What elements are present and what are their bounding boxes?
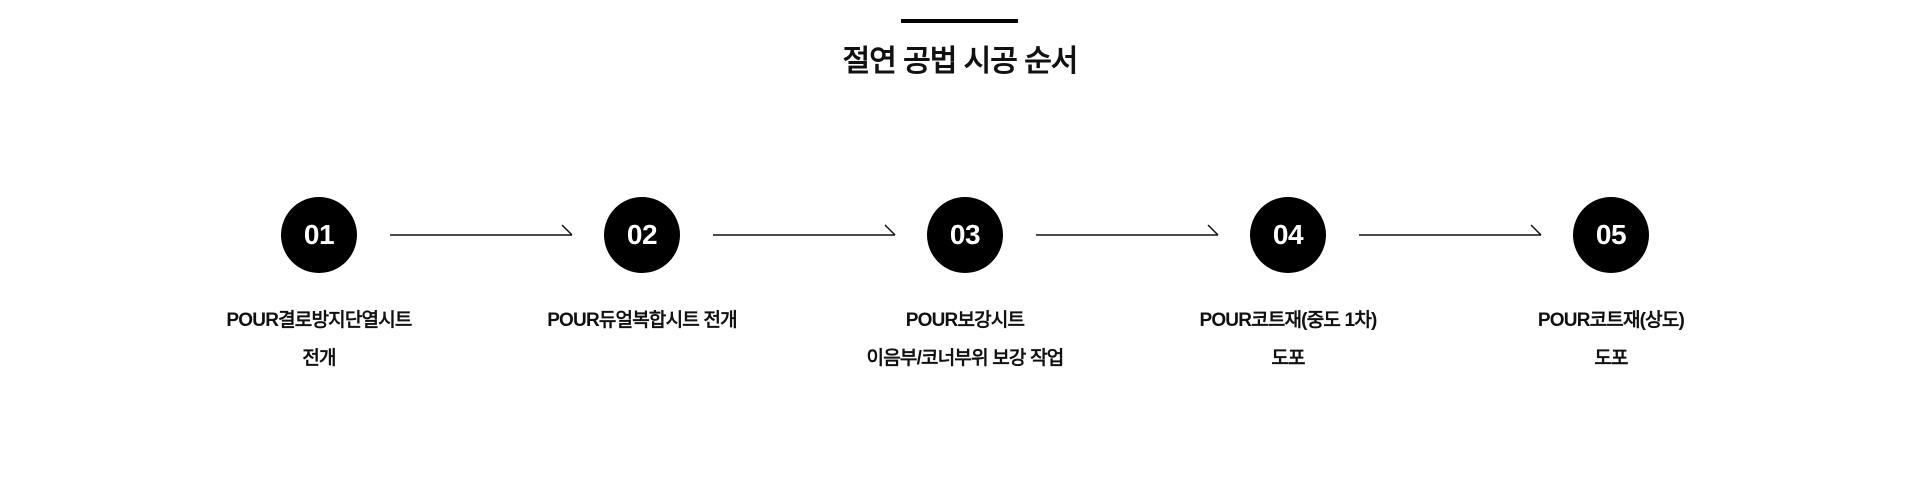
arrow-right-icon — [713, 224, 896, 236]
arrow-right-icon — [1359, 224, 1542, 236]
step-label-4: POUR코트재(중도 1차) 도포 — [1148, 302, 1428, 378]
step-number-badge-2: 02 — [604, 197, 680, 273]
step-number-badge-5: 05 — [1573, 197, 1649, 273]
step-label-1-line1: POUR결로방지단열시트 — [226, 310, 412, 331]
step-label-4-line2: 도포 — [1271, 348, 1305, 369]
step-label-5-line2: 도포 — [1594, 348, 1628, 369]
step-label-3: POUR보강시트 이음부/코너부위 보강 작업 — [825, 302, 1105, 378]
step-label-1-line2: 전개 — [302, 348, 336, 369]
arrow-right-icon — [390, 224, 573, 236]
step-label-2-line1: POUR듀얼복합시트 전개 — [547, 310, 737, 331]
step-label-4-line1: POUR코트재(중도 1차) — [1199, 310, 1377, 331]
step-number-badge-4: 04 — [1250, 197, 1326, 273]
step-number-badge-3: 03 — [927, 197, 1003, 273]
step-label-5-line1: POUR코트재(상도) — [1537, 310, 1685, 331]
step-label-2: POUR듀얼복합시트 전개 — [502, 302, 782, 340]
step-label-3-line1: POUR보강시트 — [905, 310, 1025, 331]
arrow-right-icon — [1036, 224, 1219, 236]
step-number-badge-1: 01 — [281, 197, 357, 273]
page-title: 절연 공법 시공 순서 — [842, 45, 1079, 78]
step-label-3-line2: 이음부/코너부위 보강 작업 — [866, 348, 1065, 369]
step-label-5: POUR코트재(상도) 도포 — [1471, 302, 1751, 378]
title-accent-bar — [901, 19, 1018, 23]
step-label-1: POUR결로방지단열시트 전개 — [179, 302, 459, 378]
